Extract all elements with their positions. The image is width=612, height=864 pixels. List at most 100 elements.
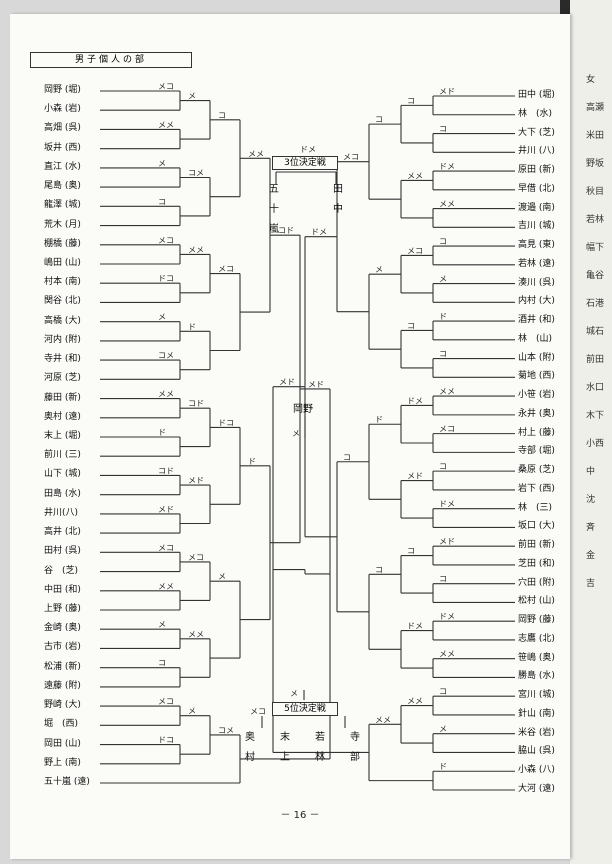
right-score: メメ [439, 650, 455, 659]
fifth-place-player: 寺部 [350, 732, 360, 763]
left-score: メコ [158, 82, 174, 91]
left-player-name: 高橋 (大) [44, 315, 81, 326]
right-player-name: 脇山 (呉) [518, 746, 555, 757]
right-player-name: 笹嶋 (奥) [518, 652, 555, 663]
left-player-name: 河原 (芝) [44, 373, 81, 384]
fifth-place-player: 末上 [280, 732, 290, 763]
left-player-name: 谷 (芝) [44, 565, 79, 576]
left-score: ドコ [158, 736, 174, 745]
right-score: ドメ [439, 500, 455, 509]
right-player-name: 針山 (南) [518, 708, 555, 719]
fifth-place-score: メコ [250, 707, 266, 716]
left-player-name: 直江 (水) [44, 161, 81, 172]
left-score: メ [188, 92, 196, 101]
left-score: メ [158, 159, 166, 168]
left-score: ド [158, 428, 166, 437]
left-player-name: 村本 (南) [44, 277, 81, 288]
left-player-name: 前川 (三) [44, 450, 81, 461]
right-score: メ [375, 265, 383, 274]
right-score: メド [439, 537, 455, 546]
left-score: ドコ [158, 274, 174, 283]
right-score: メコ [439, 425, 455, 434]
left-player-name: 荒木 (月) [44, 219, 81, 230]
right-score: コ [439, 125, 447, 134]
right-player-name: 松村 (山) [518, 596, 555, 607]
left-score: メド [188, 476, 204, 485]
right-player-name: 勝島 (水) [518, 671, 555, 682]
binder-strip [570, 0, 612, 864]
right-player-name: 米谷 (岩) [518, 727, 555, 738]
right-score: ドメ [311, 228, 327, 237]
third-place-title: 3位決定戦 [272, 156, 338, 170]
strip-text: 野坂 [586, 159, 605, 169]
right-player-name: 桑原 (芝) [518, 465, 555, 476]
right-player-name: 小笹 (岩) [518, 390, 555, 401]
left-player-name: 野崎 (大) [44, 700, 81, 711]
right-score: ド [375, 415, 383, 424]
strip-text: 女 [586, 75, 596, 85]
right-player-name: 岡野 (藤) [518, 615, 555, 626]
strip-text: 若林 [586, 215, 605, 225]
strip-text: 斉 [586, 523, 596, 533]
fifth-place-title: 5位決定戦 [272, 702, 338, 716]
right-score: ドメ [439, 612, 455, 621]
right-score: メコ [407, 246, 423, 255]
left-score: メメ [158, 582, 174, 591]
strip-text: 石港 [586, 299, 605, 309]
right-score: コ [439, 350, 447, 359]
right-score: メ [439, 275, 447, 284]
right-player-name: 湊川 (呉) [518, 277, 555, 288]
right-score: メ [439, 725, 447, 734]
right-player-name: 田中 (堀) [518, 90, 555, 100]
right-score: メコ [343, 153, 359, 162]
third-place-player-right: 田中 [333, 184, 343, 215]
right-score: ドメ [407, 622, 423, 631]
left-score: ド [248, 457, 256, 466]
right-score: コ [439, 687, 447, 696]
left-score: メ [158, 620, 166, 629]
right-score: コ [407, 547, 415, 556]
right-score: メド [407, 472, 423, 481]
right-player-name: 志鷹 (北) [518, 633, 555, 644]
left-score: メコ [218, 265, 234, 274]
strip-text: 吉 [586, 579, 596, 589]
right-player-name: 寺部 (堀) [518, 446, 555, 457]
left-player-name: 金崎 (奥) [44, 623, 81, 634]
left-score: コド [278, 226, 294, 235]
right-player-name: 酒井 (和) [518, 315, 555, 326]
left-score: コ [158, 197, 166, 206]
champion-name: 岡野 [293, 404, 313, 415]
left-player-name: 高畑 (呉) [44, 123, 81, 134]
right-score: コ [439, 237, 447, 246]
right-player-name: 前田 (新) [518, 540, 555, 551]
left-player-name: 岡田 (山) [44, 738, 81, 749]
strip-text: 幅下 [586, 243, 605, 253]
right-player-name: 若林 (遠) [518, 258, 555, 269]
strip-text: 沈 [586, 495, 596, 505]
left-score: メコ [188, 553, 204, 562]
left-player-name: 岡野 (堀) [44, 85, 81, 95]
left-score: メコ [158, 543, 174, 552]
left-player-name: 河内 (附) [44, 334, 81, 345]
right-score: コ [375, 565, 383, 574]
right-player-name: 内村 (大) [518, 296, 555, 307]
left-player-name: 小森 (岩) [44, 104, 81, 115]
strip-text: 水口 [586, 383, 605, 393]
right-player-name: 井川 (八) [518, 146, 555, 157]
left-score: コメ [218, 726, 234, 735]
strip-text: 小西 [586, 439, 605, 449]
left-player-name: 関谷 (北) [44, 296, 81, 307]
left-player-name: 松浦 (新) [44, 661, 81, 672]
left-player-name: 中田 (和) [44, 584, 81, 595]
right-player-name: 大下 (芝) [518, 127, 555, 138]
left-player-name: 古市 (岩) [44, 642, 81, 653]
right-player-name: 村上 (藤) [518, 427, 555, 438]
right-player-name: 芝田 (和) [518, 558, 555, 569]
right-score: メメ [407, 697, 423, 706]
right-score: ドメ [439, 162, 455, 171]
right-player-name: 林 (三) [518, 502, 553, 513]
page-number: － 16 － [280, 810, 320, 821]
left-player-name: 山下 (城) [44, 469, 81, 480]
strip-text: 前田 [586, 355, 605, 365]
left-score: メメ [158, 120, 174, 129]
